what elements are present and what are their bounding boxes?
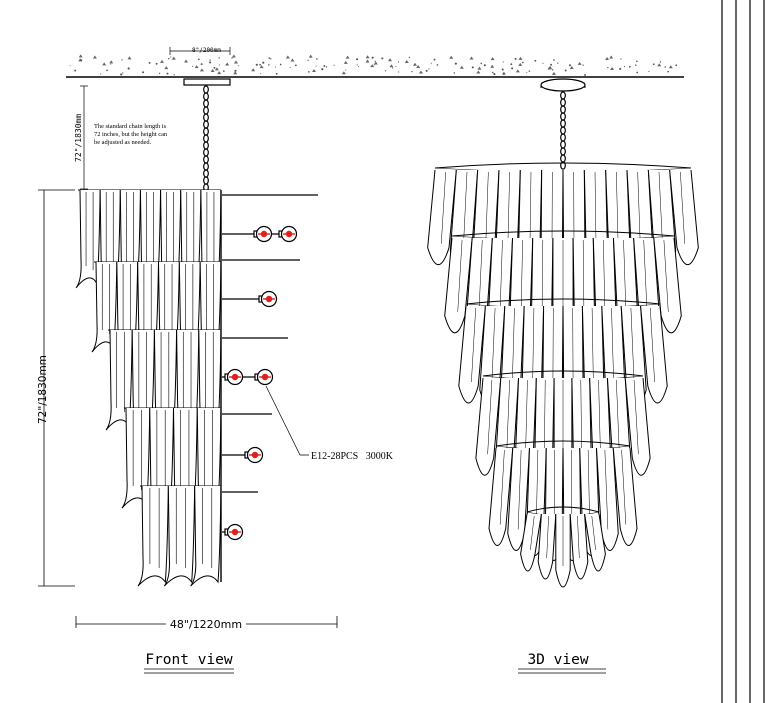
total-height-label: 72"/1830mm (37, 355, 49, 424)
front-view-drawing (75, 78, 318, 587)
front-view-label: Front view (145, 652, 233, 668)
3d-leaf (669, 169, 699, 266)
front-arms (222, 194, 318, 541)
front-leaf (163, 485, 196, 587)
3d-tiers (427, 162, 699, 588)
3d-leaf (612, 447, 638, 546)
front-tier-5 (137, 485, 222, 587)
3d-canopy (540, 78, 586, 92)
3d-leaf (640, 305, 668, 404)
front-tiers (75, 189, 222, 587)
3d-chain (560, 91, 566, 170)
3d-leaf (475, 377, 502, 476)
front-leaf (137, 485, 169, 587)
sheet-border (721, 0, 765, 703)
bulb-spec-label: E12-28PCS 3000K (311, 451, 394, 462)
front-tier-3 (105, 329, 222, 431)
3d-leaf (427, 169, 457, 266)
front-leaf (105, 329, 133, 431)
3d-view-drawing (427, 78, 699, 588)
3d-view-label: 3D view (527, 652, 588, 668)
bulb-leader-line (265, 385, 309, 456)
chain-note-line-1: The standard chain length is (94, 123, 167, 130)
chain-length-label: 72"/1830mm (74, 114, 83, 162)
front-tier-4 (121, 407, 222, 509)
front-view-underline (144, 668, 234, 674)
chain-note-line-2: 72 inches, but the height can (94, 131, 168, 138)
front-chain (203, 85, 209, 192)
front-leaf (190, 485, 222, 587)
3d-view-underline (518, 668, 606, 674)
front-leaf (75, 189, 101, 289)
chain-note-line-3: be adjusted as needed. (94, 139, 152, 146)
chain-note: The standard chain length is 72 inches, … (94, 123, 169, 146)
total-width-label: 48"/1220mm (170, 618, 242, 631)
front-leaf (121, 407, 151, 509)
canopy-width-label: 8"/200mm (192, 47, 221, 54)
3d-leaf (458, 305, 486, 404)
chain-length-dimension (80, 85, 88, 190)
3d-leaf (488, 447, 514, 546)
front-canopy (183, 78, 231, 86)
total-height-dimension (38, 189, 75, 587)
canopy-width-dimension (169, 47, 231, 55)
3d-tier-6 (520, 506, 606, 588)
ceiling-surface (66, 54, 684, 78)
3d-leaf (624, 377, 651, 476)
